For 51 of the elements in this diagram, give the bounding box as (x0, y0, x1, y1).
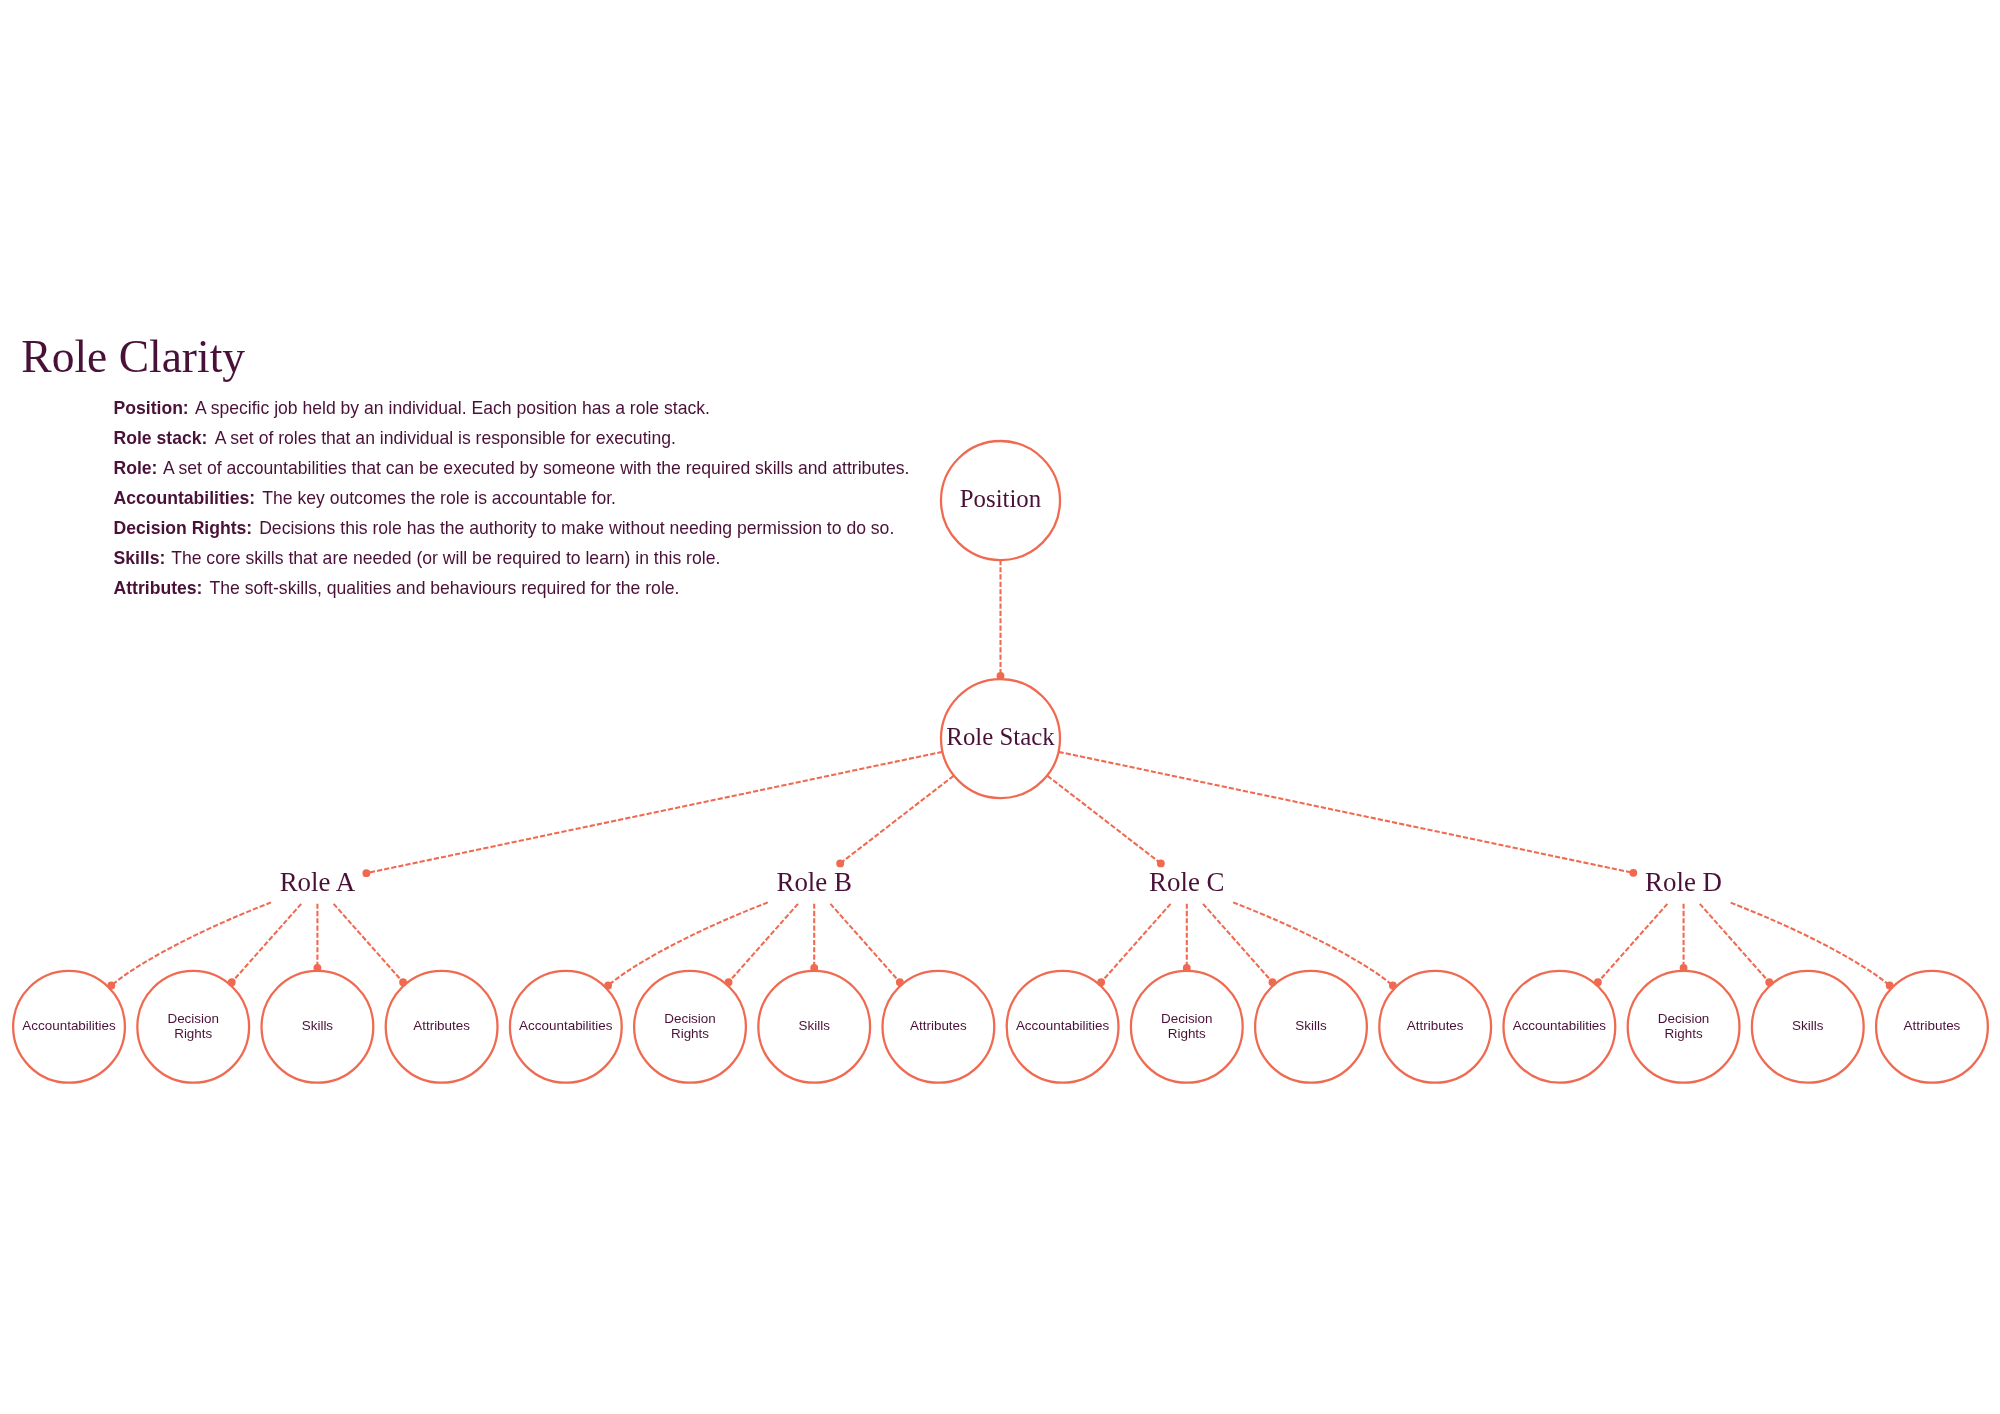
node-circle: Skills (259, 969, 374, 1084)
node-text: Role A (279, 867, 355, 898)
node-circle: Skills (756, 969, 871, 1084)
connector (809, 903, 818, 972)
connector (1096, 903, 1171, 987)
label: Attributes: The soft-skills, qualities and behaviours required for the role. (113, 578, 679, 599)
node-circle: Accountabilities (1501, 969, 1616, 1084)
diagram-title: Role Clarity (20, 330, 245, 382)
label: Skills: The core skills that are needed (or will be required to learn) in this role. (113, 548, 720, 569)
node-circle: Accountabilities (11, 969, 126, 1084)
label: Role stack: A set of roles that an individual is responsible for executing. (113, 428, 676, 449)
label: Position: A specific job held by an individual. Each position has a role stack. (113, 398, 710, 419)
node-circle: Position (939, 439, 1061, 562)
connector (332, 903, 407, 987)
connector (1679, 903, 1687, 972)
node-text: Role D (1644, 867, 1722, 898)
node-circle: Decision Rights (632, 969, 747, 1084)
connector (724, 903, 799, 987)
connector (1729, 901, 1894, 990)
connector (835, 775, 954, 868)
connector (1182, 903, 1191, 972)
node-circle: Skills (1253, 969, 1368, 1084)
connector (1046, 775, 1165, 868)
label: Role: A set of accountabilities that can be executed by someone with the required skills and attributes. (113, 458, 909, 479)
node-circle: Attributes (880, 969, 995, 1084)
connector (1232, 901, 1397, 990)
node-circle: Accountabilities (1005, 969, 1120, 1084)
connector (1698, 903, 1773, 987)
connector (361, 750, 942, 878)
node-text: Role C (1148, 867, 1225, 898)
node-circle: Decision Rights (135, 969, 250, 1084)
connector (1058, 750, 1637, 877)
node-circle: Skills (1750, 969, 1865, 1084)
node-circle: Attributes (1874, 969, 1989, 1084)
label: Decision Rights: Decisions this role has the authority to make without needing permission to do so. (113, 518, 894, 539)
connector (603, 901, 768, 990)
node-circle: Decision Rights (1626, 969, 1741, 1084)
node-circle: Decision Rights (1129, 969, 1244, 1084)
connector (1201, 903, 1276, 987)
node-circle: Accountabilities (508, 969, 623, 1084)
node-circle: Role Stack (939, 677, 1061, 800)
connector (1593, 903, 1668, 987)
node-circle: Attributes (1377, 969, 1492, 1084)
label: Accountabilities: The key outcomes the role is accountable for. (113, 488, 616, 509)
connector (996, 560, 1004, 680)
node-text: Role B (775, 867, 852, 898)
node-circle: Attributes (384, 969, 499, 1084)
connector (227, 903, 302, 987)
connector (313, 903, 321, 972)
connector (106, 901, 271, 990)
connector (829, 903, 904, 987)
